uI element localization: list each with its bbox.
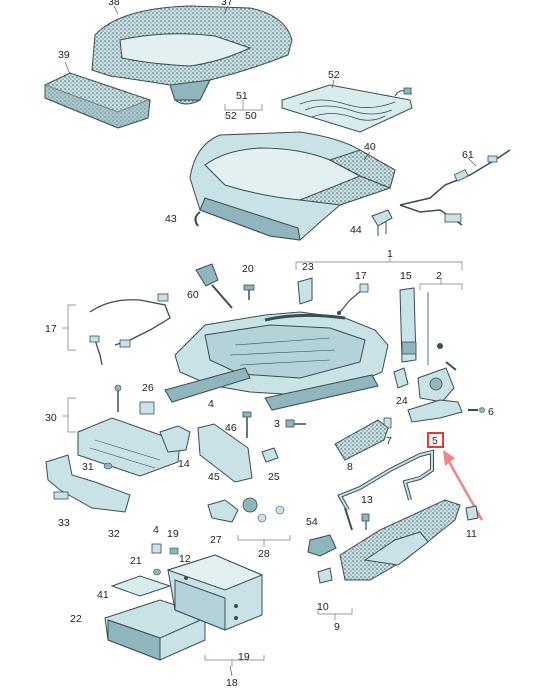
part-13-bolt [361,513,370,530]
part-27-switch [207,497,285,523]
part-17-cable-upper [337,283,369,315]
part-24-recliner [393,367,485,423]
part-43-clip [194,211,201,227]
label-20: 20 [242,263,254,275]
label-21: 21 [130,555,142,567]
label-4a: 4 [208,398,214,410]
part-17-cable-left [89,293,171,366]
label-54: 54 [306,516,318,528]
label-17a: 17 [355,270,367,282]
part-54-motor [307,534,337,557]
label-12: 12 [179,553,191,565]
label-17b: 17 [45,323,57,335]
part-25-clip [261,447,279,463]
label-24: 24 [396,395,408,407]
label-1: 1 [387,248,393,260]
label-9: 9 [334,621,340,633]
label-61: 61 [462,149,474,161]
part-21-nut [153,568,161,576]
part-4-clip [151,543,162,554]
part-19-screw [169,547,179,555]
part-46-bolt [242,411,252,438]
label-33: 33 [58,517,70,529]
label-18: 18 [226,677,238,688]
part-26-bracket [139,401,155,415]
part-39-pad [44,72,151,129]
part-14-cap [159,425,191,453]
part-22-drawer [104,575,206,661]
label-26: 26 [142,382,154,394]
part-50-seat-cushion [189,131,396,241]
label-60: 60 [187,289,199,301]
label-27: 27 [210,534,222,546]
part-61-harness [399,149,511,226]
part-20-bolt [243,284,255,300]
label-50: 50 [245,110,257,122]
label-11: 11 [466,528,477,540]
part-60-buckle [195,263,233,309]
label-52: 52 [328,69,340,81]
label-30: 30 [45,412,57,424]
part-5-rod [337,449,434,531]
highlight-box-5 [427,432,444,448]
part-8-trim [334,419,389,461]
label-37: 37 [221,0,233,8]
label-44: 44 [350,224,362,236]
part-12-clip [317,567,333,584]
part-31-nut [103,462,113,470]
label-41: 41 [97,589,109,601]
part-52-heater-mat [281,84,413,133]
part-1-seat-frame [164,287,417,411]
part-3-bolt [285,419,306,428]
part-30-rail-assembly [77,384,181,477]
label-31: 31 [82,461,94,473]
part-11-clip [465,505,479,521]
part-23-bracket [297,277,313,305]
label-43: 43 [165,213,177,225]
label-38: 38 [108,0,120,8]
part-32-cover [45,454,131,513]
part-44-bracket [371,209,393,236]
label-45: 45 [208,471,220,483]
part-33-clip [53,491,69,500]
label-8: 8 [347,461,353,473]
part-45-panel [197,423,253,483]
label-19b: 19 [238,651,250,663]
label-22: 22 [70,613,82,625]
label-46: 46 [225,422,237,434]
label-10: 10 [317,601,329,613]
part-18-storage-box [166,554,264,631]
label-40: 40 [364,141,376,153]
label-14: 14 [178,458,190,470]
label-19a: 19 [167,528,179,540]
label-2: 2 [436,270,442,282]
label-51: 51 [236,90,248,102]
label-23: 23 [302,261,314,273]
label-28: 28 [258,548,270,560]
label-6: 6 [488,406,494,418]
label-7: 7 [386,435,392,447]
label-15: 15 [400,270,412,282]
part-9-side-trim [339,499,461,581]
label-32: 32 [108,528,120,540]
label-13: 13 [361,494,373,506]
label-52b: 52 [225,110,237,122]
label-39: 39 [58,49,70,61]
label-4b: 4 [153,524,159,536]
label-25: 25 [268,471,280,483]
label-5: 5 [432,435,438,447]
label-3: 3 [274,418,280,430]
seat-cushion-upper [91,5,293,105]
